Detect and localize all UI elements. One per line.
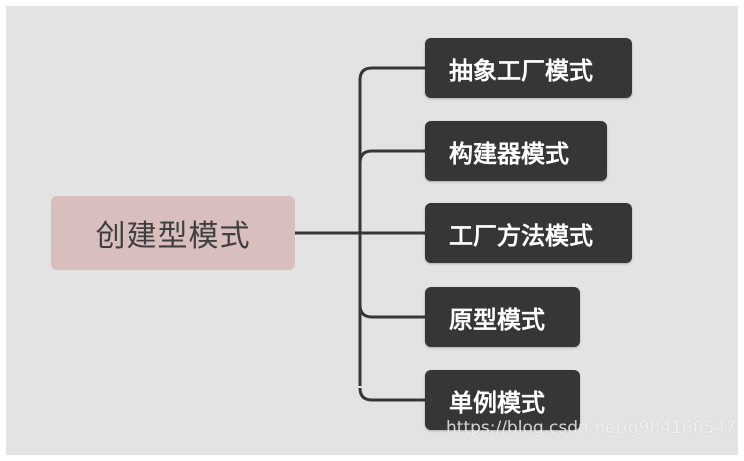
watermark-url: https://blog.csdn.net/g984160547 xyxy=(446,418,736,438)
child-node-label: 原型模式 xyxy=(449,305,545,334)
child-node-abstract-factory: 抽象工厂模式 xyxy=(425,38,632,98)
child-node-singleton: 单例模式 xyxy=(425,370,580,430)
connector-branch-1 xyxy=(358,66,425,81)
child-node-label: 工厂方法模式 xyxy=(449,221,593,250)
child-node-factory-method: 工厂方法模式 xyxy=(425,203,632,263)
child-node-prototype: 原型模式 xyxy=(425,287,580,347)
child-node-label: 构建器模式 xyxy=(449,139,569,168)
child-node-label: 抽象工厂模式 xyxy=(449,56,593,85)
child-node-builder: 构建器模式 xyxy=(425,121,607,181)
child-node-label: 单例模式 xyxy=(449,388,545,417)
connector-branch-5 xyxy=(358,387,425,402)
connector-branch-2 xyxy=(358,149,425,164)
root-node-label: 创建型模式 xyxy=(95,219,251,254)
root-node: 创建型模式 xyxy=(51,196,295,270)
connector-branch-4 xyxy=(358,304,425,319)
